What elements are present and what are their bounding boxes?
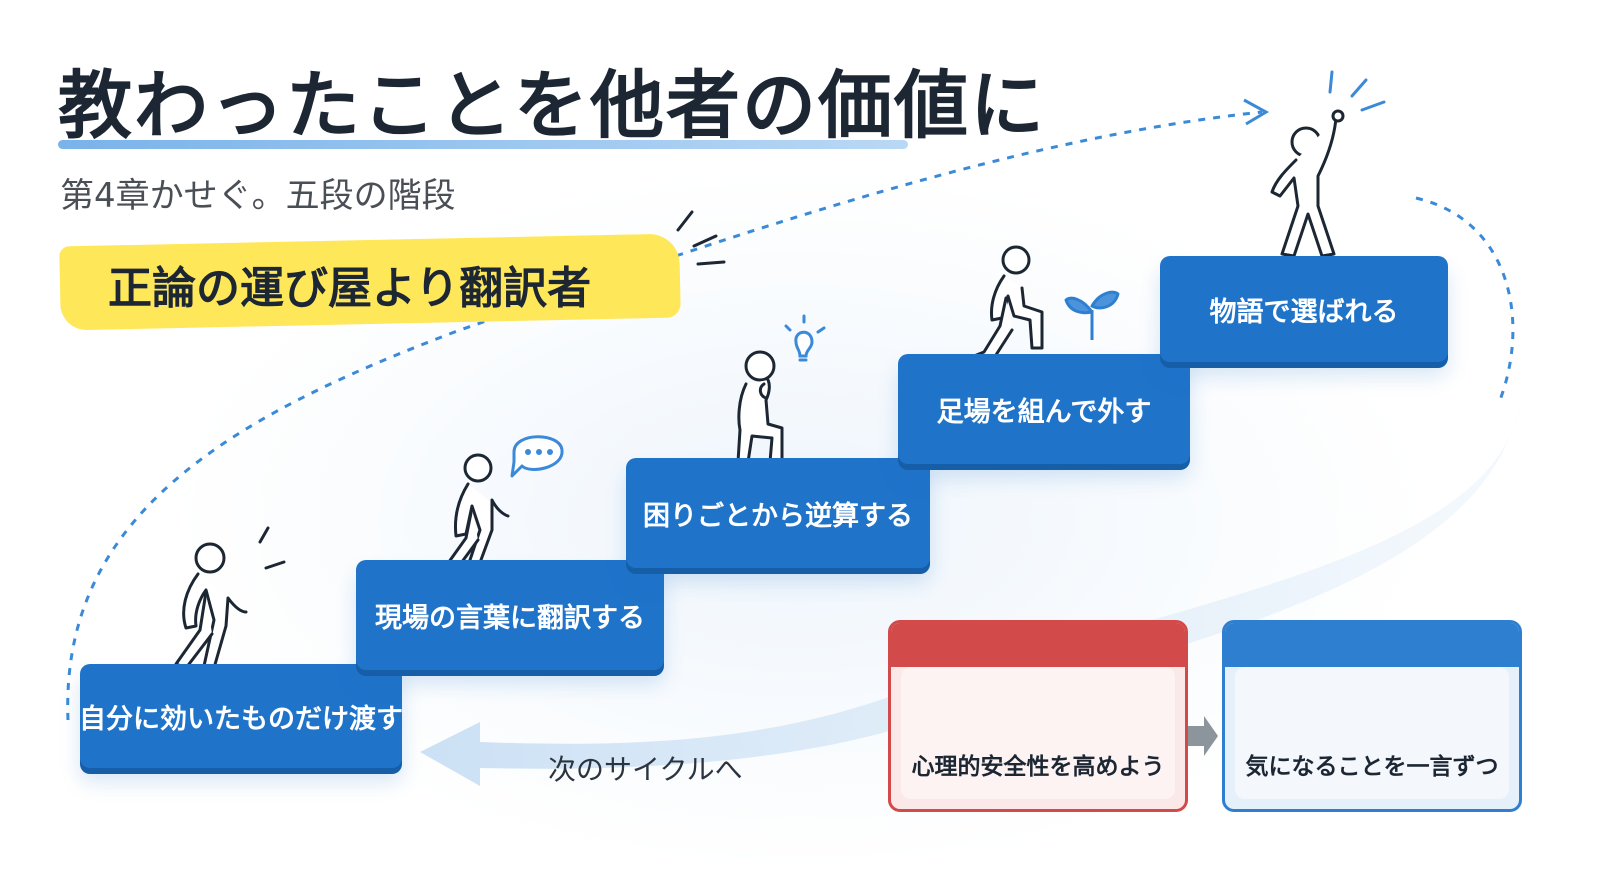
step-5: 物語で選ばれる (1160, 256, 1448, 362)
title-underline (58, 140, 908, 149)
speech-bubble-icon (510, 435, 564, 478)
sprout-icon (1064, 290, 1120, 340)
step-4: 足場を組んで外す (898, 354, 1190, 464)
climbing-person-icon (972, 245, 1044, 362)
burst-lines-icon (676, 210, 726, 266)
step-1-label: 自分に効いたものだけ渡す (79, 703, 403, 735)
highlight-text: 正論の運び屋より翻訳者 (108, 263, 592, 314)
after-card-body (1235, 667, 1509, 799)
cycle-arrow-icon (420, 400, 1520, 786)
step-1: 自分に効いたものだけ渡す (79, 664, 403, 768)
progress-dashed-path (66, 110, 1263, 721)
step-3: 困りごとから逆算する (626, 458, 930, 568)
page-subtitle: 第4章かせぐ。五段の階段 (60, 176, 456, 216)
step-3-label: 困りごとから逆算する (643, 500, 913, 532)
step-2: 現場の言葉に翻訳する (356, 560, 664, 670)
page-title: 教わったことを他者の価値に (58, 63, 1046, 149)
return-dashed-path (1415, 196, 1515, 401)
before-card-label: 心理的安全性を高めよう (911, 754, 1165, 780)
step-2-label: 現場の言葉に翻訳する (375, 602, 645, 634)
lightbulb-icon (784, 314, 826, 362)
after-card-band (1225, 623, 1519, 667)
step-4-label: 足場を組んで外す (936, 396, 1152, 428)
next-cycle-label: 次のサイクルへ (548, 753, 743, 786)
progress-arrowhead-icon (1243, 98, 1270, 126)
cheering-person-icon (1270, 109, 1345, 258)
before-card-band (891, 623, 1185, 667)
step-5-label: 物語で選ばれる (1209, 296, 1399, 328)
before-card: 心理的安全性を高めよう (888, 620, 1188, 812)
person-speaking-icon (444, 453, 510, 572)
before-card-body (901, 667, 1175, 799)
after-card: 気になることを一言ずつ (1222, 620, 1522, 812)
arrow-right-icon (1188, 716, 1218, 756)
walking-person-icon (174, 526, 286, 670)
thinking-person-icon (736, 350, 784, 464)
sparkle-lines-icon (1328, 70, 1386, 112)
after-card-label: 気になることを一言ずつ (1245, 754, 1499, 780)
